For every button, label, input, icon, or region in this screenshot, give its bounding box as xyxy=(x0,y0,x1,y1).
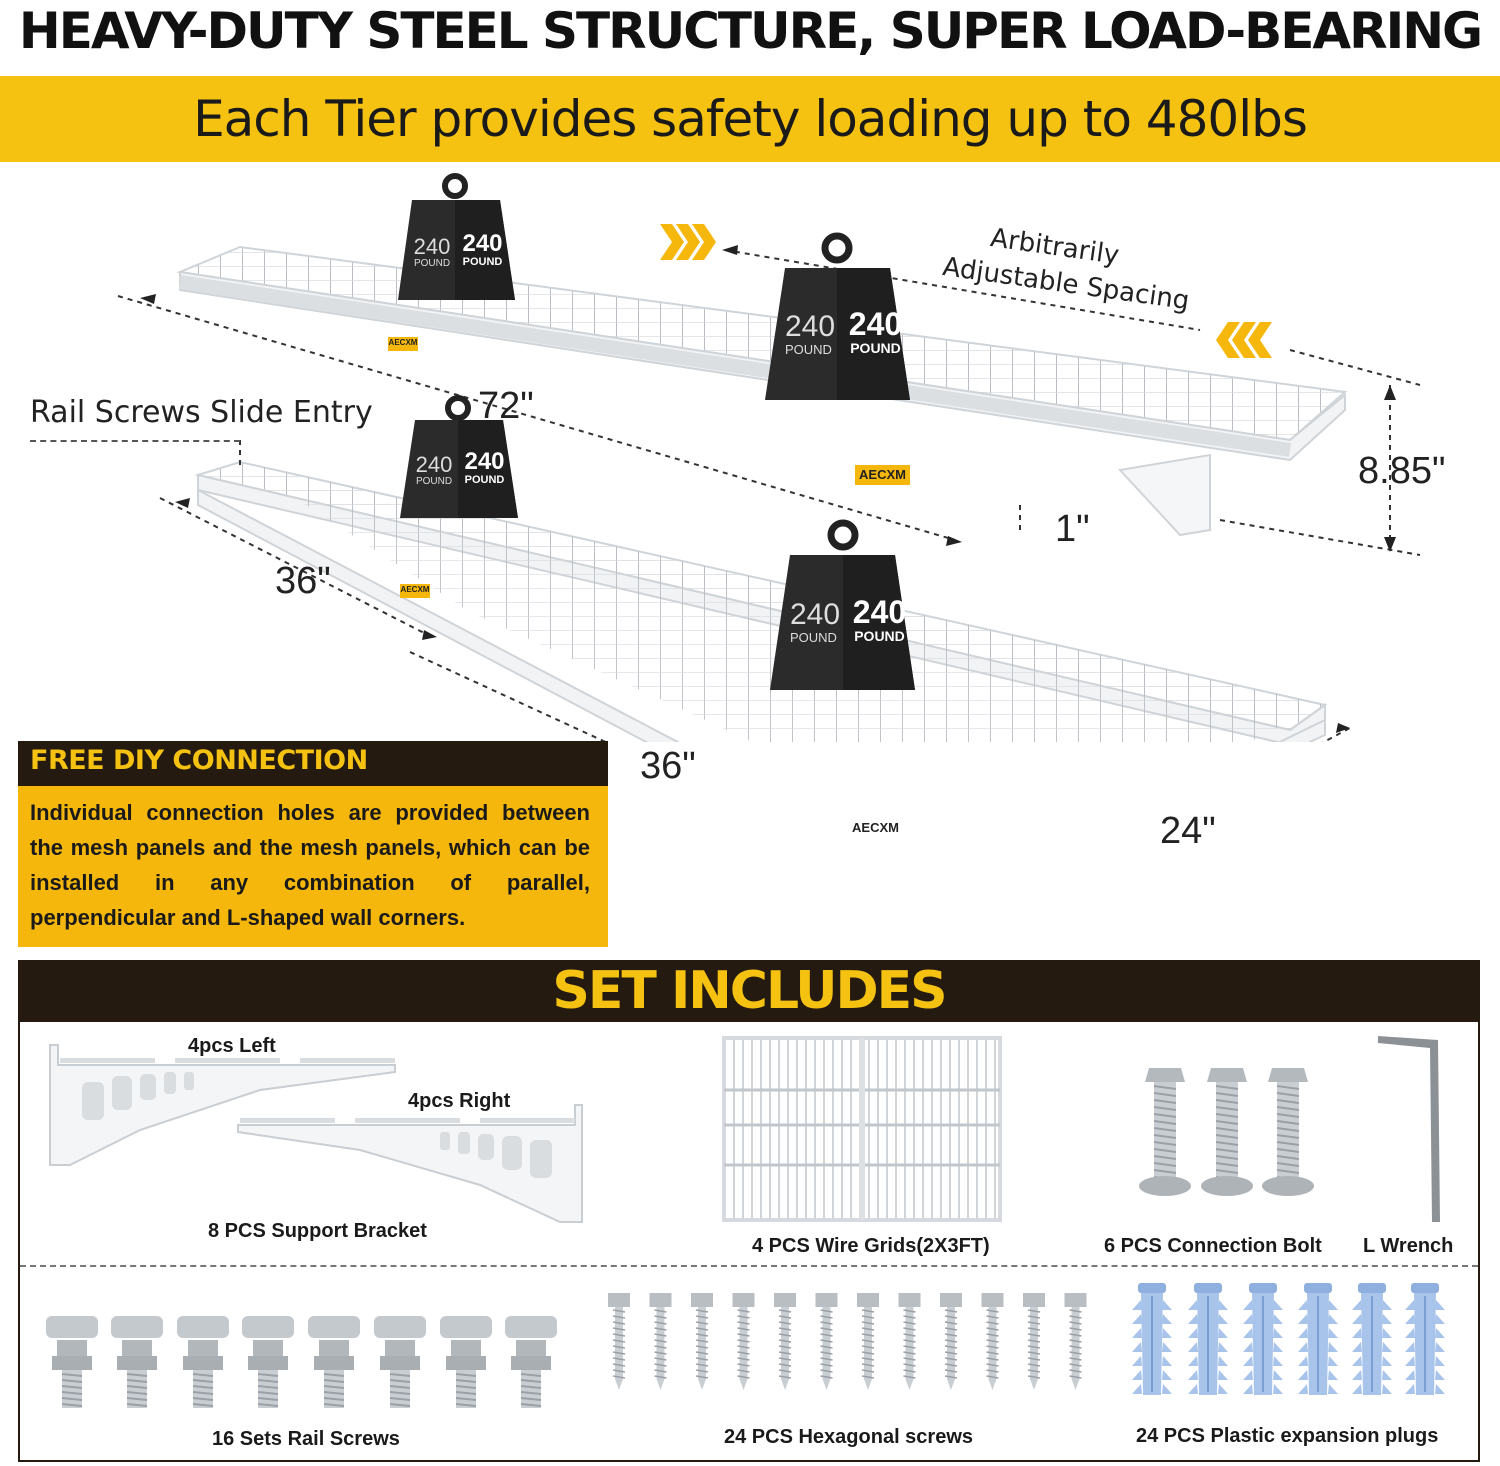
bracket-right-label: 4pcs Right xyxy=(408,1090,511,1112)
load-banner-text: Each Tier provides safety loading up to … xyxy=(193,90,1308,148)
bracket-left-label: 4pcs Left xyxy=(188,1035,276,1057)
set-items-art xyxy=(49,1036,1440,1223)
hex-screw-icon xyxy=(732,1293,755,1390)
bottom-shelf xyxy=(194,460,1328,742)
dim-depth: 24" xyxy=(1160,810,1216,852)
hex-screw-icon xyxy=(940,1293,962,1390)
plastic-plug-icon xyxy=(1188,1283,1228,1395)
rail-screw-icon xyxy=(242,1316,294,1408)
hex-screw-icon xyxy=(774,1293,796,1390)
shelf-diagram xyxy=(117,173,1421,742)
plastic-plug-icon xyxy=(1132,1283,1172,1395)
rail-label-leader xyxy=(30,440,240,442)
spacing-chevrons xyxy=(660,224,1272,358)
page-title: HEAVY-DUTY STEEL STRUCTURE, SUPER LOAD-B… xyxy=(18,2,1483,60)
hex-screw-icon xyxy=(608,1293,630,1390)
caption-rail-screws: 16 Sets Rail Screws xyxy=(212,1428,400,1450)
caption-bolts: 6 PCS Connection Bolt xyxy=(1104,1235,1322,1257)
dim-thickness: 1" xyxy=(1055,508,1090,550)
plastic-plug-icon xyxy=(1298,1283,1338,1395)
hex-screw-icon xyxy=(981,1293,1004,1390)
rail-label: Rail Screws Slide Entry xyxy=(30,395,373,430)
set-includes-header xyxy=(18,960,1480,1022)
plastic-plug-icon xyxy=(1352,1283,1392,1395)
load-banner xyxy=(0,76,1500,162)
caption-wrench: L Wrench xyxy=(1363,1235,1454,1257)
hex-screw-icon xyxy=(1023,1293,1045,1390)
weight-3 xyxy=(400,395,518,518)
diy-body: Individual connection holes are provided… xyxy=(30,800,590,930)
hex-screw-icon xyxy=(815,1293,838,1390)
set-divider xyxy=(20,1265,1478,1267)
dim-height: 8.85" xyxy=(1358,450,1446,492)
caption-hex-screws: 24 PCS Hexagonal screws xyxy=(724,1426,974,1448)
brand-tag-1: AECXM xyxy=(388,338,418,347)
hex-screw-icon xyxy=(857,1293,879,1390)
bracket-right-art xyxy=(237,1104,583,1223)
weight-1 xyxy=(398,173,515,300)
caption-bracket: 8 PCS Support Bracket xyxy=(208,1220,427,1242)
rail-screw-icon xyxy=(374,1316,426,1408)
hex-screw-icon xyxy=(898,1293,921,1390)
hex-screw-icon xyxy=(649,1293,672,1390)
diy-header xyxy=(18,741,608,786)
dim-top-length: 72" xyxy=(478,385,534,427)
connection-bolt-icon xyxy=(1201,1068,1253,1196)
connection-bolt-icon xyxy=(1139,1068,1191,1196)
dim-left-panel: 36" xyxy=(275,560,331,602)
rail-screw-icon xyxy=(46,1316,98,1408)
plastic-plug-icon xyxy=(1243,1283,1283,1395)
brand-tag-4: AECXM xyxy=(852,820,899,835)
diy-title: FREE DIY CONNECTION xyxy=(30,745,368,776)
hex-screw-icon xyxy=(691,1293,713,1390)
caption-plugs: 24 PCS Plastic expansion plugs xyxy=(1136,1425,1439,1447)
hex-screw-icon xyxy=(1064,1293,1087,1390)
brand-tag-2: AECXM xyxy=(859,467,906,482)
plastic-plug-icon xyxy=(1405,1283,1445,1395)
rail-screw-icon xyxy=(505,1316,557,1408)
wire-grid-art xyxy=(722,1036,1002,1222)
dim-right-panel: 36" xyxy=(640,745,696,787)
connection-bolt-icon xyxy=(1262,1068,1314,1196)
bracket-left-art xyxy=(49,1044,396,1166)
weight-4 xyxy=(770,519,915,690)
rail-screw-icon xyxy=(308,1316,360,1408)
set-includes-title: SET INCLUDES xyxy=(552,961,947,1021)
rail-screw-icon xyxy=(440,1316,492,1408)
weight-2 xyxy=(765,232,910,400)
brand-tag-3: AECXM xyxy=(400,585,430,594)
caption-grids: 4 PCS Wire Grids(2X3FT) xyxy=(752,1235,990,1257)
rail-screw-icon xyxy=(111,1316,163,1408)
l-wrench-art xyxy=(1378,1036,1440,1222)
rail-screw-icon xyxy=(177,1316,229,1408)
